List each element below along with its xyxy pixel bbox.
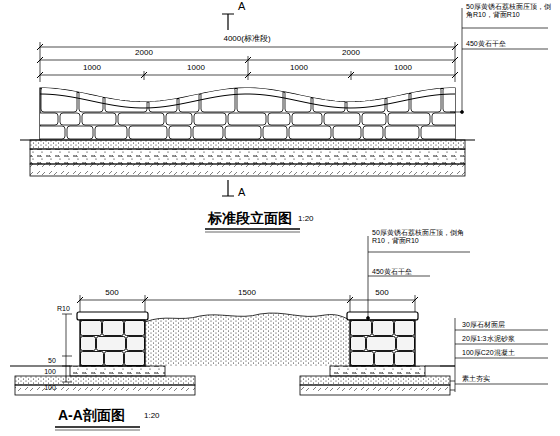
stone-block	[95, 126, 127, 139]
material-note: 450黄石干垒	[466, 40, 506, 48]
view-title: A-A剖面图	[58, 408, 125, 423]
layer-note: 30厚石材面层	[462, 321, 505, 329]
planting-soil	[145, 313, 350, 366]
stone-block	[201, 87, 235, 112]
foundation-layers	[10, 366, 455, 395]
stone-block	[385, 126, 419, 139]
stone-block	[432, 113, 460, 125]
stone-block	[388, 113, 430, 125]
view-title: 标准段立面图	[208, 211, 292, 226]
stone-block	[237, 87, 283, 112]
stone-block	[81, 321, 102, 336]
stone-block	[105, 352, 124, 366]
stone-block	[118, 113, 164, 125]
dimension: 1500	[238, 289, 256, 298]
layer-note: 100厚C20混凝土	[462, 349, 515, 357]
stone-block	[67, 126, 93, 139]
stone-block	[351, 337, 366, 351]
layer-note: 20厚1:3水泥砂浆	[462, 335, 515, 343]
scale: 1:20	[298, 215, 314, 224]
stone-block	[421, 126, 467, 139]
stone-block	[60, 113, 80, 125]
section-mark: A	[238, 0, 245, 12]
stone-block	[387, 87, 409, 112]
stone-block	[373, 321, 394, 336]
pier-outline	[350, 320, 415, 366]
stone-block	[81, 337, 96, 351]
dimension: 1000	[394, 64, 412, 73]
stone-block	[395, 321, 415, 336]
foundation-layers	[20, 140, 475, 176]
dimension: 1000	[83, 64, 101, 73]
stone-block	[127, 337, 145, 351]
pier-outline	[80, 320, 145, 366]
stone-block	[166, 113, 192, 125]
stone-block	[268, 113, 290, 125]
layer-note: 素土夯实	[462, 375, 490, 383]
stone-block	[225, 126, 261, 139]
material-note: 50厚黄锈石荔枝面压顶，倒角R10，背面R10	[372, 229, 468, 244]
stone-block	[375, 352, 394, 366]
stone-block	[351, 321, 372, 336]
dimension: 500	[105, 289, 118, 298]
scale: 1:20	[144, 412, 160, 421]
leader-line	[367, 236, 549, 392]
stone-block	[324, 113, 360, 125]
dimension: 1000	[187, 64, 205, 73]
section-mark: A	[238, 186, 245, 198]
stone-block	[263, 126, 287, 139]
stone-block	[97, 337, 126, 351]
dimension: 1000	[290, 64, 308, 73]
stone-block	[333, 126, 361, 139]
stone-block	[41, 87, 77, 112]
stone-block	[411, 87, 441, 112]
stone-block	[443, 87, 479, 112]
stone-block	[179, 87, 199, 112]
stone-block	[351, 352, 374, 366]
dimension-lines	[37, 42, 458, 82]
dimension: 2000	[135, 49, 153, 58]
stone-block	[397, 337, 415, 351]
stone-block	[228, 113, 266, 125]
stone-block	[30, 113, 58, 125]
stone-block	[313, 87, 345, 112]
dimension: 500	[375, 289, 388, 298]
stone-block	[285, 87, 311, 112]
stone-block	[81, 352, 104, 366]
stone-block	[194, 113, 226, 125]
stone-block	[395, 352, 415, 366]
dimension: 2000	[342, 49, 360, 58]
stone-block	[129, 126, 167, 139]
stone-block	[193, 126, 223, 139]
stone-block	[363, 126, 383, 139]
coping-slab	[77, 312, 148, 320]
material-note: 50厚黄锈石荔枝面压顶，倒角R10，背面R10	[466, 3, 552, 18]
stone-block	[289, 126, 331, 139]
radius-note: R10	[56, 305, 71, 313]
stone-pier	[77, 312, 418, 366]
stone-block	[19, 126, 65, 139]
material-note: 450黄石干垒	[372, 268, 412, 276]
stone-wall	[19, 87, 479, 140]
dimension: 4000(标准段)	[223, 35, 270, 44]
dimension: 100	[44, 384, 56, 392]
stone-block	[367, 337, 396, 351]
stone-block	[149, 87, 177, 112]
stone-block	[362, 113, 386, 125]
stone-block	[125, 321, 145, 336]
dimension: 50	[48, 357, 56, 365]
stone-block	[292, 113, 322, 125]
stone-block	[82, 113, 116, 125]
stone-block	[103, 321, 124, 336]
leader-line	[450, 8, 548, 114]
stone-block	[125, 352, 145, 366]
dimension: 100	[44, 368, 56, 376]
stone-block	[169, 126, 191, 139]
coping-slab	[347, 312, 418, 320]
